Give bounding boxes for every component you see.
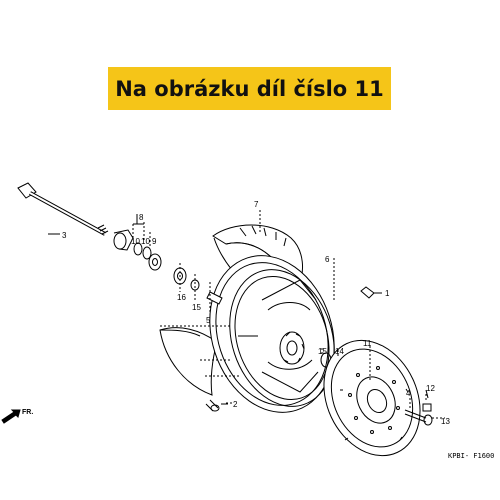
clip-part	[360, 286, 382, 299]
direction-label: FR.	[22, 409, 33, 416]
callout-6: 6	[325, 255, 330, 264]
callout-10b: 10	[141, 237, 150, 246]
callout-labels: 1 2 3 4 5 6 7 8 9 10 10 11 12 13 14 15 1…	[62, 200, 450, 426]
callout-2: 2	[233, 400, 238, 409]
callout-14: 14	[335, 347, 344, 356]
callout-11: 11	[363, 339, 372, 348]
callout-9: 9	[152, 237, 157, 246]
brake-disc-part	[323, 339, 421, 457]
front-direction-arrow	[1, 409, 21, 424]
title-banner: Na obrázku díl číslo 11	[108, 67, 391, 110]
callout-15a: 15	[192, 303, 201, 312]
callout-10a: 10	[131, 237, 140, 246]
callout-12: 12	[426, 384, 435, 393]
banner-text: Na obrázku díl číslo 11	[115, 76, 384, 101]
tire-lower-outline	[159, 327, 218, 396]
callout-1: 1	[385, 289, 390, 298]
hub-collar-part	[113, 229, 162, 271]
axle-part	[17, 182, 109, 236]
valve-part	[205, 399, 228, 412]
callout-13: 13	[441, 417, 450, 426]
callout-15b: 15	[318, 347, 327, 356]
callout-8: 8	[139, 213, 144, 222]
wheel-rim-part	[209, 255, 335, 413]
callout-4: 4	[406, 389, 411, 398]
callout-16: 16	[177, 293, 186, 302]
leader-lines-upper	[48, 214, 151, 247]
leader-lines	[160, 210, 445, 419]
diagram-code: KPBI- F1600	[448, 452, 494, 460]
callout-7: 7	[254, 200, 259, 209]
callout-3: 3	[62, 231, 67, 240]
callout-5: 5	[206, 316, 211, 325]
disc-bolt-part	[404, 389, 433, 426]
